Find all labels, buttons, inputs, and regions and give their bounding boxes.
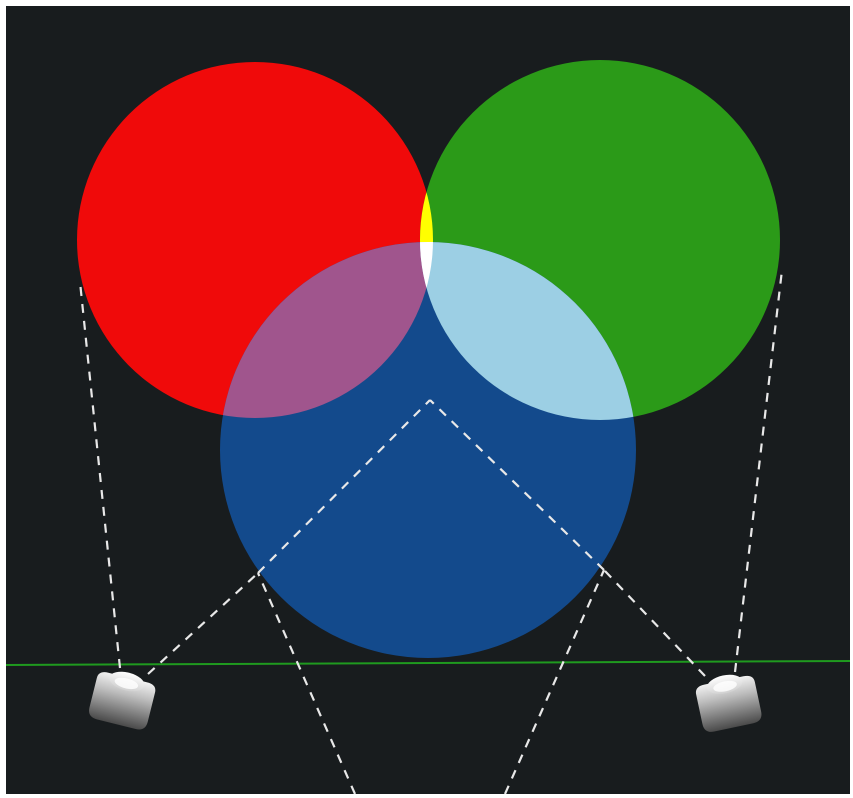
right-projector-icon [693, 669, 763, 733]
beam-right-inner [604, 570, 705, 676]
left-projector-icon [87, 665, 158, 731]
beam-left-inner [148, 573, 258, 674]
floor-line [6, 661, 850, 665]
diagram-panel [6, 6, 850, 794]
additive-color-diagram [6, 6, 850, 794]
